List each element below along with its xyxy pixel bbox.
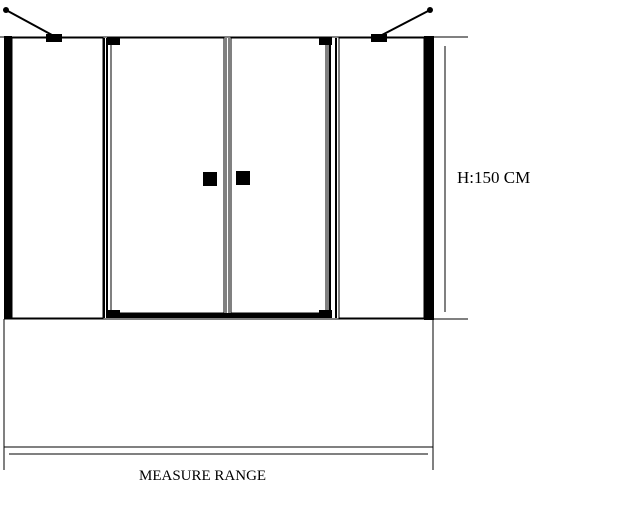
right-support-wall-mount (427, 7, 433, 13)
right-glass-pane (338, 37, 425, 319)
door-hinge-top-left (107, 37, 120, 45)
door-bottom-sill (106, 313, 332, 318)
measure-range-label: MEASURE RANGE (139, 468, 266, 484)
height-label: H:150 CM (457, 168, 530, 187)
left-door-handle (203, 172, 217, 186)
right-wall-profile (424, 36, 434, 320)
left-support-bar (3, 7, 62, 42)
left-door-glass (110, 37, 225, 314)
left-glass-pane (11, 37, 104, 319)
right-door-leaf (225, 37, 329, 314)
left-fixed-panel (4, 36, 105, 319)
right-support-clamp (371, 34, 387, 42)
left-wall-profile (4, 36, 12, 319)
left-support-rod (5, 9, 53, 36)
right-support-bar (371, 7, 433, 42)
right-door-glass (230, 37, 327, 314)
left-door-leaf (110, 37, 225, 314)
bathtub-base (3, 318, 468, 470)
height-dimension: H:150 CM (444, 46, 530, 312)
left-support-clamp (46, 34, 62, 42)
right-fixed-panel (335, 36, 434, 320)
left-support-wall-mount (3, 7, 9, 13)
right-support-rod (379, 9, 431, 37)
door-frame (106, 37, 332, 318)
right-door-handle (236, 171, 250, 185)
